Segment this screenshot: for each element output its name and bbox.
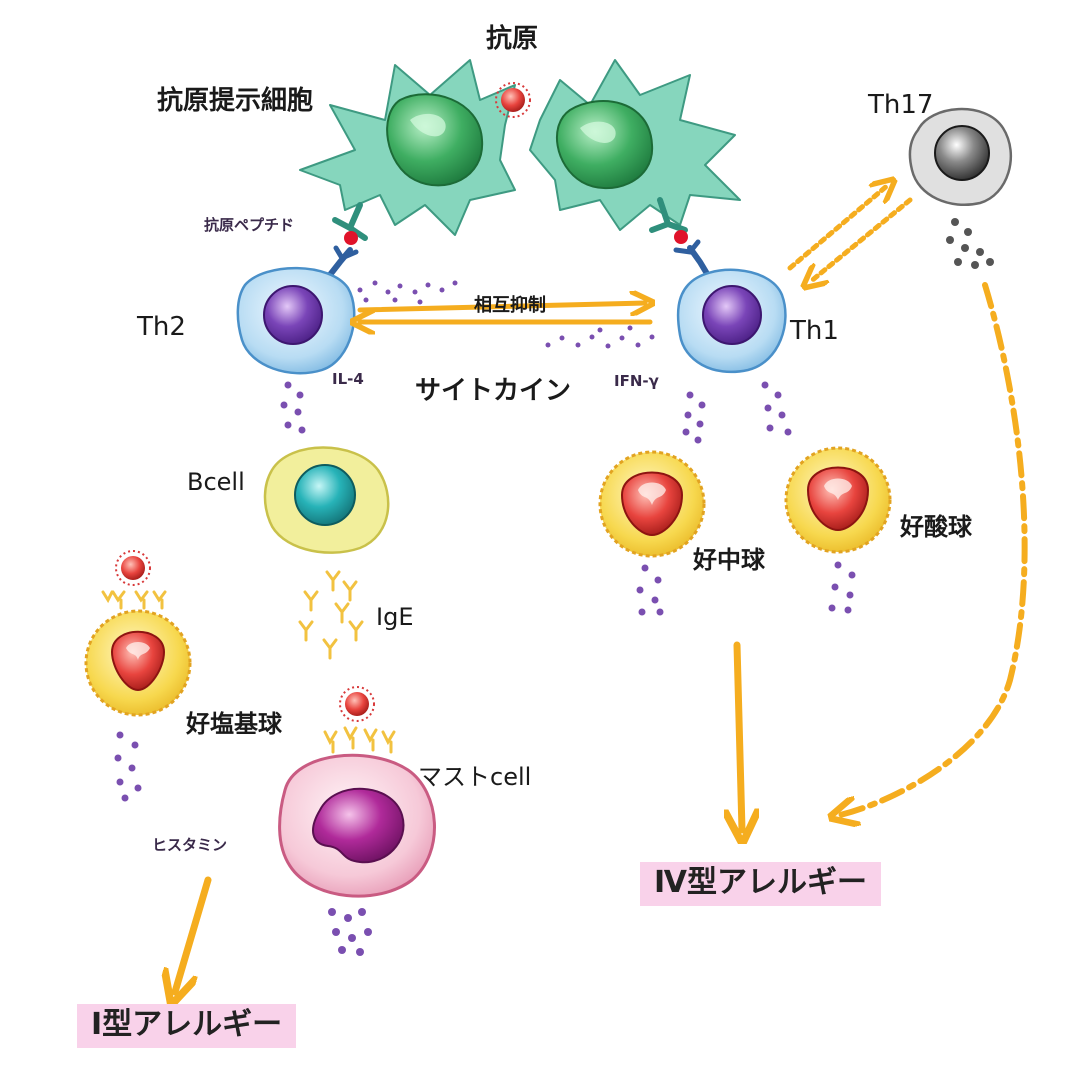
- arrows: [175, 185, 1028, 992]
- th1-cell: [676, 268, 787, 374]
- cytokine-dots: [114, 280, 856, 956]
- histamine-label: ヒスタミン: [152, 836, 228, 854]
- ifn-gamma-label: IFN-γ: [614, 372, 659, 390]
- mutual-suppression-arrow-right: [357, 303, 645, 310]
- ige-label: IgE: [376, 603, 414, 631]
- type4-arrow: [737, 641, 742, 830]
- type4-allergy-label: Ⅳ型アレルギー: [640, 862, 881, 906]
- eosinophil-label: 好酸球: [900, 513, 972, 541]
- ige-antibodies: [298, 570, 364, 660]
- bcell-label: Bcell: [187, 468, 245, 496]
- th17-to-type4-arrow: [840, 282, 1028, 815]
- apc-right: [529, 59, 741, 231]
- th2-label: Th2: [137, 312, 186, 342]
- th17-cell: [908, 107, 1012, 207]
- mast-cell-label: マストcell: [418, 763, 532, 791]
- antigen-peptide-label: 抗原ペプチド: [204, 216, 295, 234]
- type1-allergy-label: Ⅰ型アレルギー: [77, 1004, 297, 1048]
- th1-to-th17-arrow: [787, 185, 888, 271]
- apc-left: [299, 59, 516, 236]
- neutrophil-cell: [598, 450, 706, 558]
- mast-cell-antigen: [323, 686, 396, 754]
- th1-label: Th1: [790, 316, 839, 346]
- antigen-label: 抗原: [486, 24, 539, 54]
- th17-label: Th17: [868, 90, 934, 120]
- eosinophil-cell: [784, 446, 892, 554]
- bcell: [263, 446, 390, 554]
- th17-dots: [946, 218, 994, 269]
- cytokine-label: サイトカイン: [415, 376, 572, 406]
- type1-arrow: [175, 876, 212, 992]
- il4-label: IL-4: [332, 370, 364, 388]
- antigen-particle-top: [495, 82, 531, 118]
- th2-cell: [236, 266, 356, 375]
- basophil-cell: [84, 609, 192, 717]
- basophil-label: 好塩基球: [186, 710, 282, 738]
- neutrophil-label: 好中球: [693, 546, 765, 574]
- mutual-suppression-label: 相互抑制: [474, 295, 546, 316]
- basophil-antigen: [101, 550, 167, 610]
- mast-cell: [278, 753, 436, 898]
- th17-to-th1-arrow: [810, 197, 913, 282]
- apc-label: 抗原提示細胞: [157, 86, 314, 116]
